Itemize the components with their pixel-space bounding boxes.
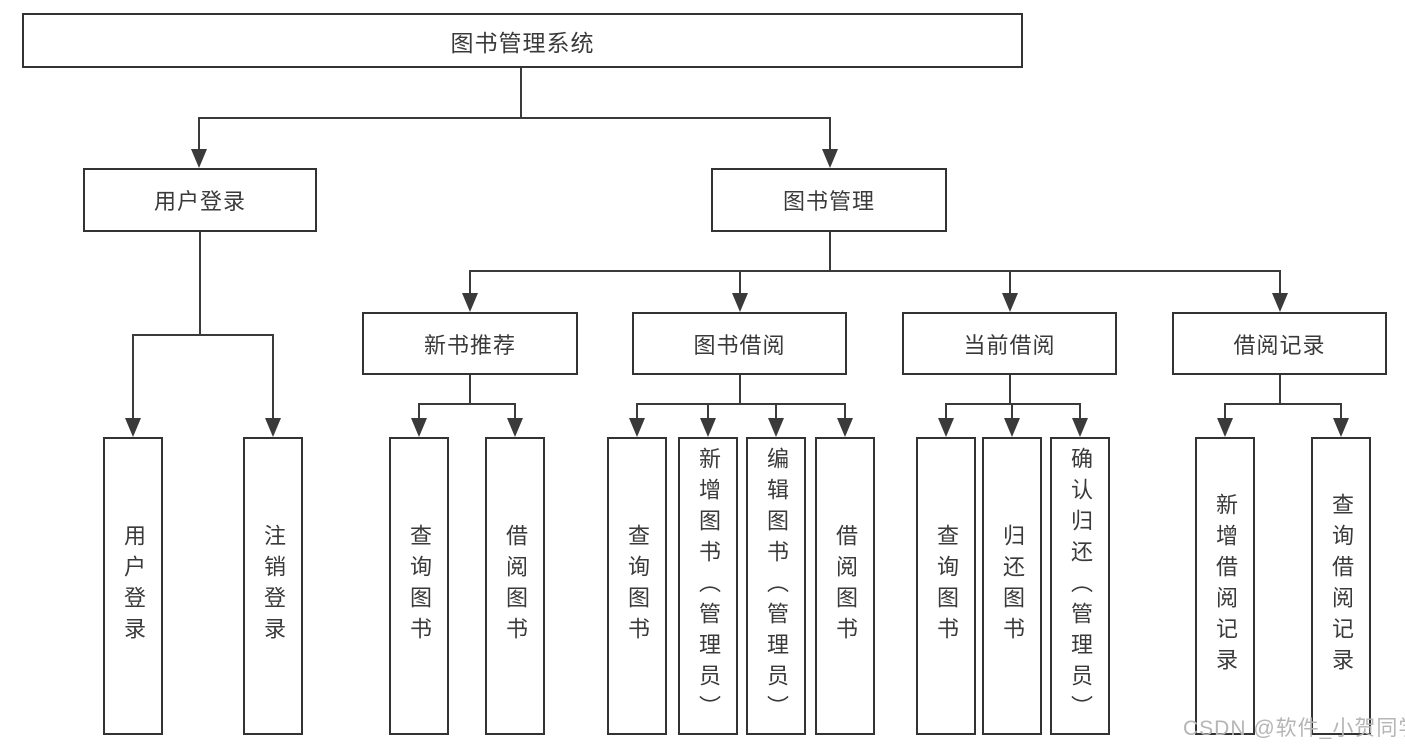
arrow-down-icon <box>411 418 427 437</box>
leaf-label: 注销登录 <box>261 524 286 648</box>
arrow-down-icon <box>125 418 141 437</box>
node-book-borrowing: 图书借阅 <box>632 312 847 375</box>
connector-line <box>132 334 134 419</box>
leaf-borrowing-query-books: 查询图书 <box>607 437 667 735</box>
leaf-records-query-record: 查询借阅记录 <box>1311 437 1371 735</box>
connector-line <box>418 403 420 419</box>
connector-line <box>1079 403 1081 419</box>
node-label: 图书管理 <box>782 189 875 214</box>
connector-line <box>272 334 274 419</box>
node-new-book-recommend: 新书推荐 <box>362 312 578 375</box>
connector-line <box>829 232 831 272</box>
arrow-down-icon <box>1333 418 1349 437</box>
node-label: 图书管理系统 <box>450 29 595 56</box>
connector-line <box>198 117 831 119</box>
leaf-label: 借阅图书 <box>503 524 528 648</box>
arrow-down-icon <box>629 418 645 437</box>
connector-line <box>829 117 831 151</box>
leaf-label: 新增借阅记录 <box>1213 493 1238 679</box>
arrow-down-icon <box>507 418 523 437</box>
node-label: 借阅记录 <box>1233 332 1326 358</box>
arrow-down-icon <box>1004 418 1020 437</box>
leaf-label: 查询图书 <box>407 524 432 648</box>
leaf-borrowing-borrow-books: 借阅图书 <box>815 437 875 735</box>
leaf-user-login: 用户登录 <box>103 437 163 735</box>
connector-line <box>636 403 638 419</box>
leaf-current-confirm-return-admin: 确认归还（管理员） <box>1050 437 1110 735</box>
connector-line <box>1009 270 1011 295</box>
node-current-borrowing: 当前借阅 <box>902 312 1117 375</box>
arrow-down-icon <box>822 149 838 168</box>
node-book-management: 图书管理 <box>711 168 947 232</box>
arrow-down-icon <box>1272 293 1288 312</box>
leaf-label: 新增图书（管理员） <box>696 446 721 726</box>
connector-line <box>775 403 777 419</box>
connector-line <box>739 270 741 295</box>
connector-line <box>1224 403 1226 419</box>
connector-line <box>514 403 516 419</box>
arrow-down-icon <box>462 293 478 312</box>
leaf-label: 归还图书 <box>1000 524 1025 648</box>
leaf-borrowing-add-book-admin: 新增图书（管理员） <box>678 437 738 735</box>
connector-line <box>132 334 274 336</box>
node-borrowing-records: 借阅记录 <box>1172 312 1387 375</box>
arrow-down-icon <box>938 418 954 437</box>
connector-line <box>469 375 471 405</box>
node-label: 新书推荐 <box>423 332 516 358</box>
arrow-down-icon <box>1072 418 1088 437</box>
connector-line <box>1011 403 1013 419</box>
arrow-down-icon <box>1002 293 1018 312</box>
connector-line <box>1279 270 1281 295</box>
connector-line <box>844 403 846 419</box>
connector-line <box>707 403 709 419</box>
leaf-current-query-books: 查询图书 <box>916 437 976 735</box>
leaf-logout: 注销登录 <box>243 437 303 735</box>
arrow-down-icon <box>732 293 748 312</box>
connector-line <box>469 270 471 295</box>
leaf-new-book-query-books: 查询图书 <box>389 437 449 735</box>
node-label: 用户登录 <box>153 189 246 214</box>
connector-line <box>636 403 846 405</box>
leaf-label: 用户登录 <box>121 524 146 648</box>
connector-line <box>739 375 741 405</box>
arrow-down-icon <box>700 418 716 437</box>
leaf-label: 查询图书 <box>934 524 959 648</box>
arrow-down-icon <box>768 418 784 437</box>
arrow-down-icon <box>1217 418 1233 437</box>
connector-line <box>520 68 522 118</box>
node-user-login: 用户登录 <box>83 168 317 232</box>
connector-line <box>1340 403 1342 419</box>
connector-line <box>199 232 201 336</box>
leaf-label: 查询借阅记录 <box>1329 493 1354 679</box>
connector-line <box>945 403 947 419</box>
leaf-borrowing-edit-book-admin: 编辑图书（管理员） <box>746 437 806 735</box>
leaf-label: 确认归还（管理员） <box>1068 446 1093 726</box>
connector-line <box>945 403 1081 405</box>
arrow-down-icon <box>191 149 207 168</box>
arrow-down-icon <box>265 418 281 437</box>
connector-line <box>469 270 1281 272</box>
node-label: 图书借阅 <box>693 332 786 358</box>
connector-line <box>1224 403 1342 405</box>
node-library-management-system: 图书管理系统 <box>22 13 1023 68</box>
connector-line <box>1009 375 1011 405</box>
leaf-label: 查询图书 <box>625 524 650 648</box>
arrow-down-icon <box>837 418 853 437</box>
connector-line <box>1279 375 1281 405</box>
leaf-current-return-books: 归还图书 <box>982 437 1042 735</box>
node-label: 当前借阅 <box>963 332 1056 358</box>
connector-line <box>198 117 200 151</box>
watermark: CSDN @软件_小贺同学 <box>1183 717 1405 740</box>
leaf-records-add-record: 新增借阅记录 <box>1195 437 1255 735</box>
connector-line <box>418 403 516 405</box>
leaf-label: 借阅图书 <box>833 524 858 648</box>
leaf-new-book-borrow-books: 借阅图书 <box>485 437 545 735</box>
leaf-label: 编辑图书（管理员） <box>764 446 789 726</box>
